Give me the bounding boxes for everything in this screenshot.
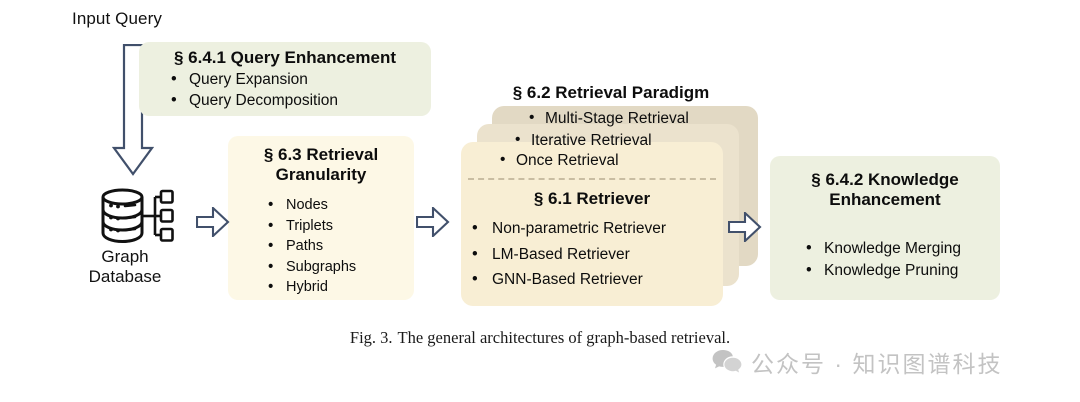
list-item: Once Retrieval (500, 151, 618, 170)
graph-database-label: Graph Database (88, 247, 162, 286)
list-item: Knowledge Merging (804, 237, 1000, 260)
watermark-text: 公众号 · 知识图谱科技 (751, 351, 1003, 377)
box-knowledge-enhancement-list: Knowledge Merging Knowledge Pruning (804, 237, 1000, 282)
arrow-right-database-to-granularity (196, 207, 230, 237)
wechat-icon (712, 350, 742, 373)
list-item: Nodes (266, 194, 414, 216)
list-item: Hybrid (266, 276, 414, 298)
list-item: Non-parametric Retriever (470, 215, 666, 242)
box-retriever-title: § 6.1 Retriever (533, 189, 651, 208)
box-knowledge-enhancement: § 6.4.2 Knowledge Enhancement Knowledge … (770, 156, 1000, 300)
figure-caption: Fig. 3.The general architectures of grap… (0, 328, 1080, 348)
box-query-enhancement-list: Query Expansion Query Decomposition (169, 68, 431, 112)
figure-caption-number: Fig. 3. (349, 328, 393, 347)
list-item: Subgraphs (266, 256, 414, 278)
list-item: Query Expansion (169, 68, 431, 91)
paradigm-retriever-divider (468, 178, 716, 180)
box-query-enhancement-title: § 6.4.1 Query Enhancement (173, 48, 397, 67)
box-retrieval-paradigm-title: § 6.2 Retrieval Paradigm (512, 83, 710, 102)
list-item: Paths (266, 235, 414, 257)
box-retriever-list: Non-parametric Retriever LM-Based Retrie… (470, 215, 666, 293)
graph-database-icon (101, 188, 174, 244)
list-item: LM-Based Retriever (470, 241, 666, 268)
list-item: Multi-Stage Retrieval (529, 109, 689, 128)
box-retrieval-granularity-list: Nodes Triplets Paths Subgraphs Hybrid (266, 194, 414, 298)
arrow-right-granularity-to-paradigm (416, 207, 450, 237)
list-item: Knowledge Pruning (804, 259, 1000, 282)
box-retrieval-granularity: § 6.3 Retrieval Granularity Nodes Triple… (228, 136, 414, 300)
arrow-right-retriever-to-knowledge (728, 212, 762, 242)
list-item: GNN-Based Retriever (470, 266, 666, 293)
box-query-enhancement: § 6.4.1 Query Enhancement Query Expansio… (139, 42, 431, 116)
figure-caption-text: The general architectures of graph-based… (397, 328, 731, 347)
list-item: Triplets (266, 215, 414, 237)
watermark: 公众号 · 知识图谱科技 (712, 345, 1002, 379)
input-query-label: Input Query (72, 9, 162, 28)
list-item: Iterative Retrieval (515, 131, 652, 150)
box-retrieval-granularity-title: § 6.3 Retrieval Granularity (263, 145, 379, 185)
box-knowledge-enhancement-title: § 6.4.2 Knowledge Enhancement (811, 170, 959, 210)
list-item: Query Decomposition (169, 89, 431, 112)
